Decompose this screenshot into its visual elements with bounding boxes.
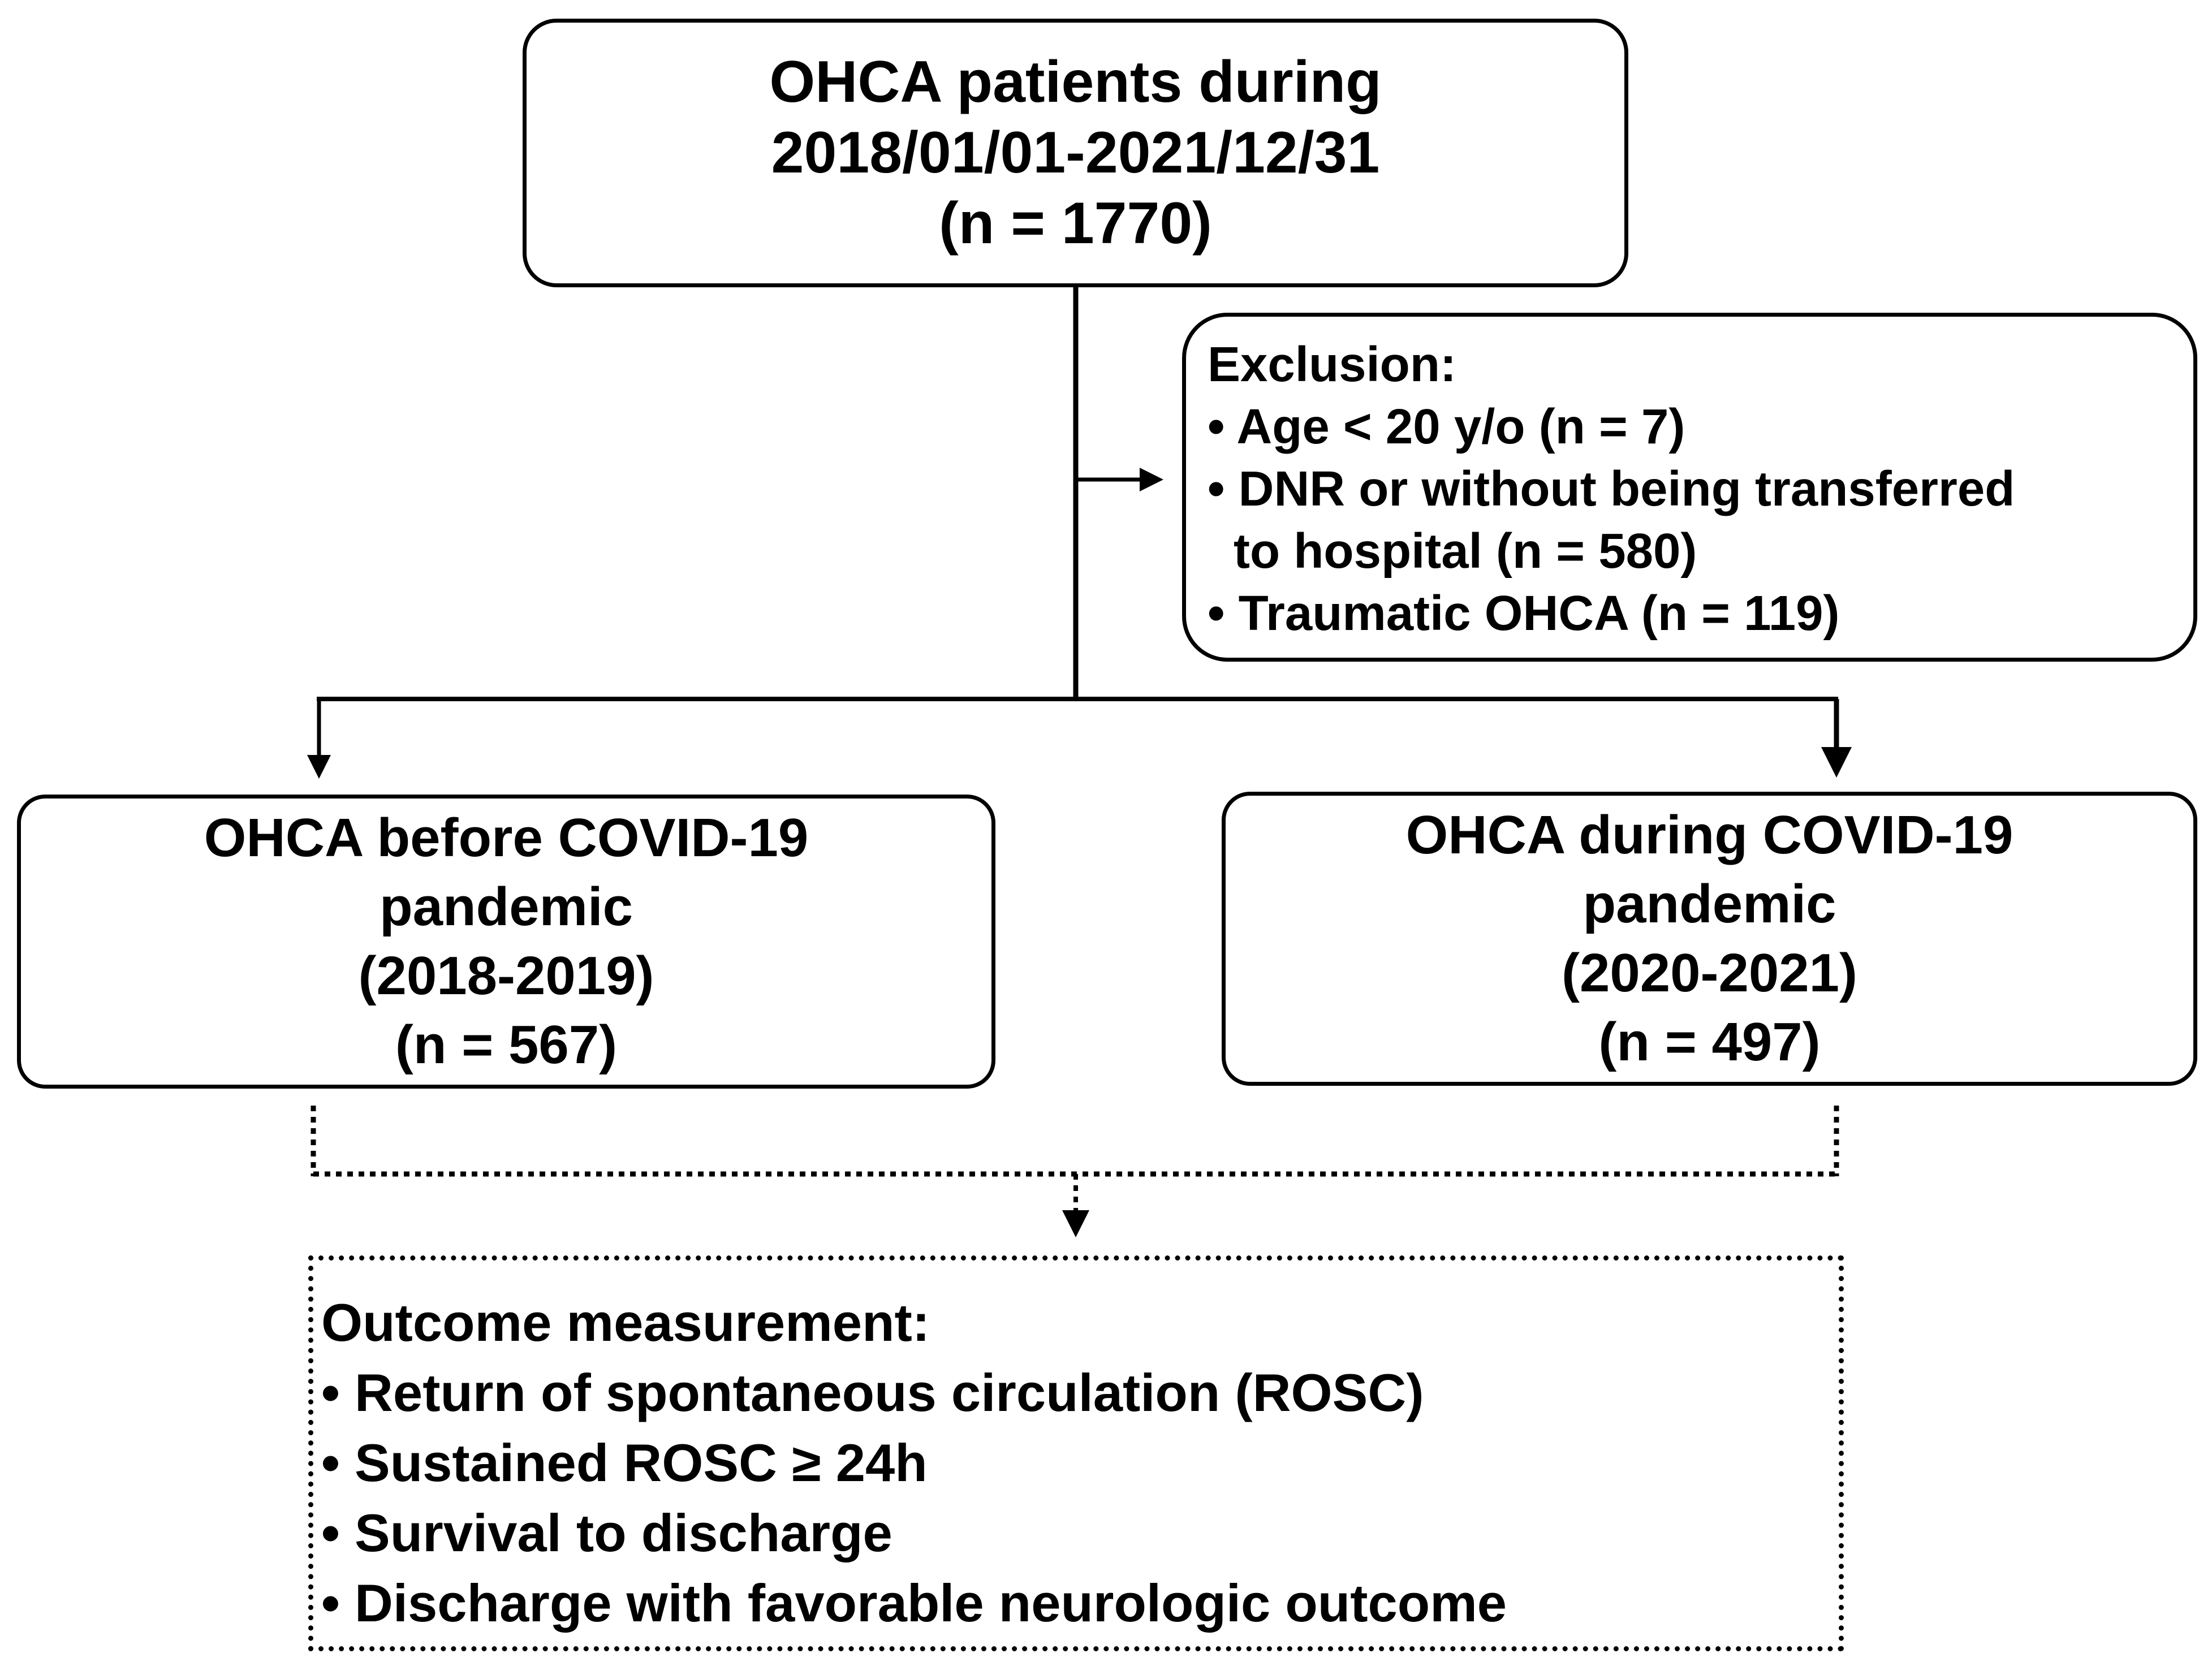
during-box-line-2: pandemic [1583,874,1836,934]
ohca-patients-box: OHCA patients during 2018/01/01-2021/12/… [523,19,1628,287]
outcome-item-sustained-rosc: • Sustained ROSC ≥ 24h [321,1433,928,1492]
outcome-item-neurologic: • Discharge with favorable neurologic ou… [321,1573,1507,1633]
exclusion-item-dnr: • DNR or without being transferred [1208,461,2015,516]
before-box-line-2: pandemic [379,877,633,937]
before-covid-box: OHCA before COVID-19 pandemic (2018-2019… [17,795,995,1089]
outcome-measurement-box: Outcome measurement: • Return of spontan… [308,1255,1844,1651]
exclusion-title: Exclusion: [1208,337,1456,392]
top-box-line-3: (n = 1770) [939,191,1212,256]
before-box-line-4: (n = 567) [395,1015,618,1075]
before-box-line-1: OHCA before COVID-19 [204,808,809,868]
exclusion-item-dnr-continued: to hospital (n = 580) [1234,524,1697,579]
during-box-line-3: (2020-2021) [1561,943,1858,1003]
top-box-line-2: 2018/01/01-2021/12/31 [771,120,1380,185]
before-box-line-3: (2018-2019) [358,946,654,1006]
exclusion-box: Exclusion: • Age < 20 y/o (n = 7) • DNR … [1182,313,2197,662]
exclusion-item-traumatic: • Traumatic OHCA (n = 119) [1208,586,1840,641]
outcome-item-survival: • Survival to discharge [321,1503,892,1563]
during-box-line-4: (n = 497) [1598,1012,1821,1072]
exclusion-item-age: • Age < 20 y/o (n = 7) [1208,399,1685,454]
during-covid-box: OHCA during COVID-19 pandemic (2020-2021… [1222,792,2197,1086]
top-box-line-1: OHCA patients during [769,49,1382,115]
outcome-item-rosc: • Return of spontaneous circulation (ROS… [321,1363,1424,1422]
during-box-line-1: OHCA during COVID-19 [1405,805,2013,865]
outcome-title: Outcome measurement: [321,1293,930,1352]
